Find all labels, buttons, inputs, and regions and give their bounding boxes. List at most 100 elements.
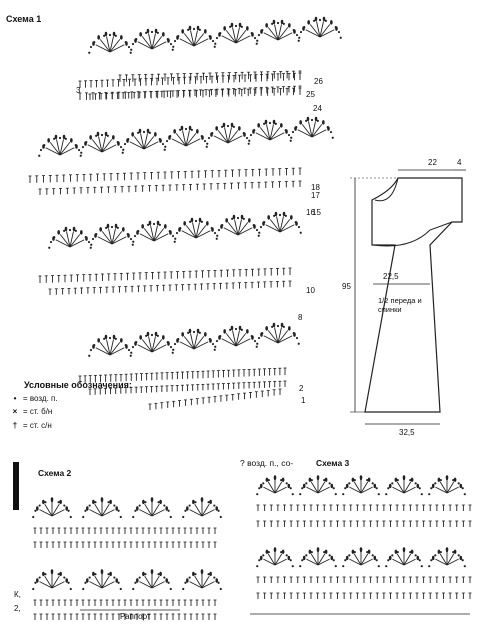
scheme1-stitch-row bbox=[118, 70, 302, 82]
scheme1-chain-arc bbox=[256, 21, 300, 42]
scheme1-chain-arc bbox=[216, 216, 260, 237]
scheme1-stitch-row bbox=[38, 267, 292, 283]
pattern-armhole bbox=[372, 221, 453, 247]
scheme2-side-label-1: К, bbox=[14, 590, 21, 599]
scheme2-chain-arc bbox=[182, 571, 222, 591]
scheme1-chain-arc bbox=[256, 324, 300, 345]
scheme1-fan-motif bbox=[210, 122, 246, 144]
scheme1-fan-motif bbox=[168, 125, 204, 147]
row-number-25: 25 bbox=[306, 90, 315, 99]
scheme2-fan-motif bbox=[35, 569, 69, 589]
scheme3-chain-arc bbox=[256, 477, 294, 496]
legend-sc-text: = ст. б/н bbox=[23, 407, 53, 416]
scheme1-chain-arc bbox=[172, 330, 216, 351]
scheme3-chain-arc bbox=[428, 549, 466, 568]
row-number-24: 24 bbox=[313, 104, 322, 113]
scheme3-stitch-row bbox=[256, 504, 472, 511]
legend-chain-symbol: • bbox=[13, 394, 17, 403]
scheme3-chain-arc bbox=[342, 477, 380, 496]
scheme2-fan-motif bbox=[85, 497, 119, 517]
row-number-2: 2 bbox=[299, 384, 304, 393]
scheme1-fan-motif bbox=[260, 322, 296, 344]
scheme1-stitch-row bbox=[28, 167, 302, 183]
row-number-10: 10 bbox=[306, 286, 315, 295]
scheme3-fan-motif bbox=[345, 547, 377, 566]
legend-dc-text: = ст. с/н bbox=[23, 421, 52, 430]
scheme1-fan-motif bbox=[126, 128, 162, 150]
scheme1-stitch-row bbox=[38, 180, 302, 195]
legend-sc-symbol: × bbox=[12, 407, 18, 416]
legend-item-sc: × = ст. б/н bbox=[10, 407, 53, 416]
pattern-neckline bbox=[374, 177, 399, 202]
scheme1-chain-arc bbox=[38, 136, 82, 157]
scheme2-chain-arc bbox=[132, 571, 172, 591]
row-number-16: 16 bbox=[306, 208, 315, 217]
row-number-3: 3 bbox=[76, 86, 81, 95]
scheme3-chain-arc bbox=[385, 477, 423, 496]
pattern-outline bbox=[364, 177, 463, 413]
dim-top-left: 22 bbox=[428, 158, 437, 167]
scheme1-chain-arc bbox=[290, 118, 334, 139]
scheme3-title: Схема 3 bbox=[316, 458, 350, 468]
part-label: 1/2 переда и спинки bbox=[378, 296, 422, 314]
scheme1-fan-motif bbox=[252, 119, 288, 141]
scheme2-title: Схема 2 bbox=[38, 468, 72, 478]
scheme1-chain-arc bbox=[258, 213, 302, 234]
scheme2-chain-arc bbox=[32, 571, 72, 591]
scheme2-fan-motif bbox=[135, 497, 169, 517]
dim-height: 95 bbox=[342, 282, 351, 291]
scheme2-stitch-row bbox=[33, 613, 217, 620]
legend-chain-text: = возд. п. bbox=[23, 394, 58, 403]
row-number-1: 1 bbox=[301, 396, 306, 405]
dim-bottom: 32,5 bbox=[399, 428, 415, 437]
scheme3-fan-motif bbox=[388, 475, 420, 494]
scheme2-fan-motif bbox=[185, 569, 219, 589]
row-number-15: 15 bbox=[312, 208, 321, 217]
row-number-18: 18 bbox=[311, 183, 320, 192]
scheme1-chain-arc bbox=[164, 127, 208, 148]
scheme3-stitch-row bbox=[256, 592, 472, 599]
scheme1-fan-motif bbox=[218, 325, 254, 347]
scheme1-chain-arc bbox=[122, 130, 166, 151]
scheme1-stitch-row bbox=[88, 380, 287, 395]
scheme3-chain-arc bbox=[342, 549, 380, 568]
scheme2-fan-motif bbox=[135, 569, 169, 589]
scheme2-stitch-row bbox=[33, 599, 217, 606]
legend-dc-symbol: † bbox=[12, 421, 18, 430]
dim-top-right: 4 bbox=[457, 158, 462, 167]
scheme2-chain-arc bbox=[182, 499, 222, 519]
scheme1-stitch-row bbox=[48, 280, 292, 295]
row-number-17: 17 bbox=[311, 191, 320, 200]
scheme1-chain-arc bbox=[130, 30, 174, 51]
scheme2-chain-arc bbox=[132, 499, 172, 519]
scheme3-chain-arc bbox=[428, 477, 466, 496]
scheme2-stitch-row bbox=[33, 541, 217, 548]
scheme1-chain-arc bbox=[174, 219, 218, 240]
scheme1-chain-arc bbox=[214, 24, 258, 45]
legend-item-chain: • = возд. п. bbox=[10, 394, 58, 403]
scheme2-fan-motif bbox=[85, 569, 119, 589]
scheme3-chain-arc bbox=[299, 549, 337, 568]
row-number-26: 26 bbox=[314, 77, 323, 86]
scheme1-stitch-row bbox=[78, 367, 287, 383]
scheme2-side-label-2: 2, bbox=[14, 604, 21, 613]
legend-title: Условные обозначения: bbox=[24, 380, 132, 390]
scheme1-fan-motif bbox=[294, 116, 330, 138]
row-number-8: 8 bbox=[298, 313, 303, 322]
scheme3-stitch-row bbox=[256, 576, 472, 583]
scheme1-fan-motif bbox=[260, 19, 296, 41]
scheme1-chain-arc bbox=[130, 333, 174, 354]
scheme1-chain-arc bbox=[248, 121, 292, 142]
scheme1-chain-arc bbox=[298, 18, 342, 39]
scheme3-chain-arc bbox=[385, 549, 423, 568]
scheme1-title: Схема 1 bbox=[6, 14, 42, 24]
scheme3-stitch-row bbox=[256, 520, 472, 527]
scheme1-stitch-row bbox=[78, 87, 302, 100]
scheme1-stitch-row bbox=[88, 85, 302, 100]
scheme2-fan-motif bbox=[185, 497, 219, 517]
scheme1-chain-arc bbox=[80, 133, 124, 154]
legend-item-dc: † = ст. с/н bbox=[10, 421, 52, 430]
scheme1-fan-motif bbox=[134, 28, 170, 50]
scheme1-chain-arc bbox=[206, 124, 250, 145]
